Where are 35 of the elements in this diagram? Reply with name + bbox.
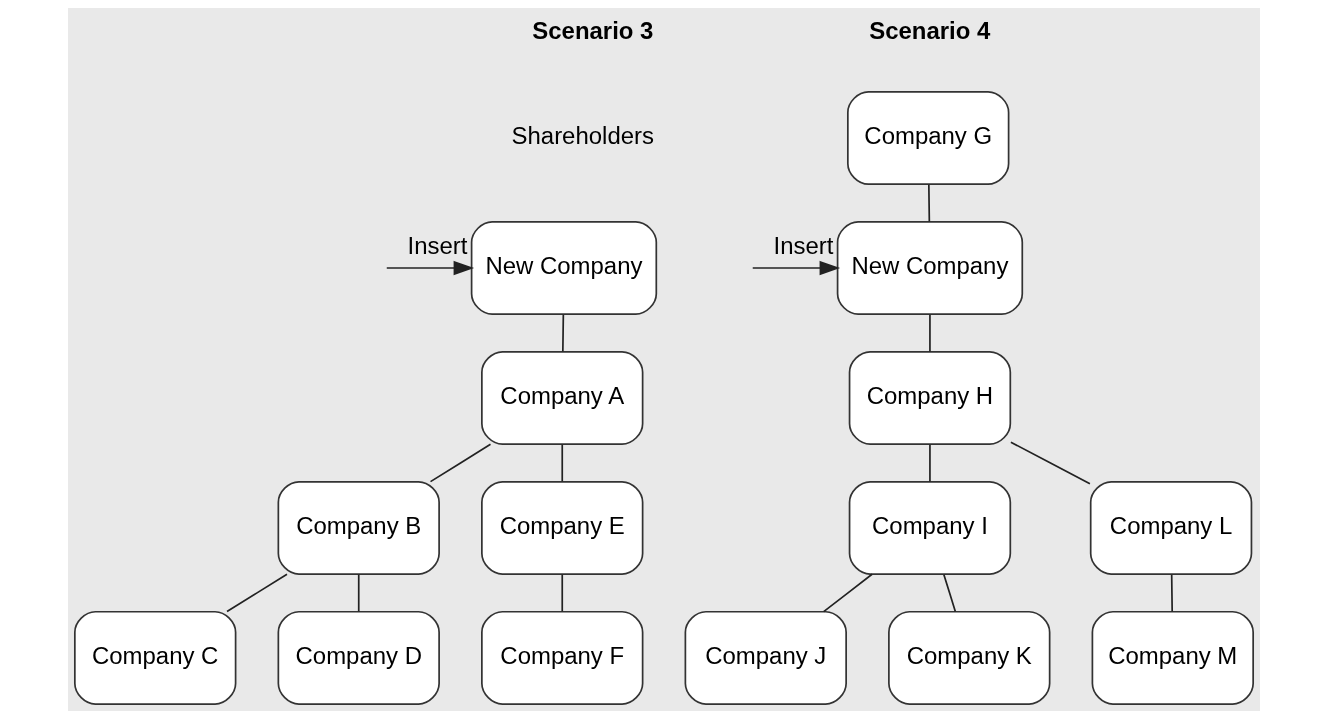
connector bbox=[928, 183, 931, 223]
arrow bbox=[751, 260, 841, 276]
connector bbox=[226, 573, 288, 613]
connector bbox=[943, 573, 957, 613]
node-box: New Company bbox=[470, 220, 658, 316]
node-box: Company L bbox=[1089, 480, 1253, 575]
node-box: Company D bbox=[277, 610, 440, 705]
connector bbox=[1010, 441, 1091, 485]
node-box: Company M bbox=[1091, 610, 1254, 705]
node-box: Company K bbox=[888, 610, 1051, 705]
edge-label: Insert bbox=[407, 231, 468, 259]
connector bbox=[562, 313, 565, 353]
arrow bbox=[385, 260, 475, 276]
connector bbox=[822, 573, 873, 613]
node-box: Company G bbox=[847, 91, 1010, 186]
connector bbox=[429, 443, 492, 483]
node-label: Shareholders bbox=[511, 122, 654, 150]
edge-label: Insert bbox=[773, 231, 834, 259]
label: Scenario 4 bbox=[869, 17, 991, 45]
connector bbox=[357, 573, 360, 613]
connector bbox=[561, 573, 564, 613]
node-box: Company A bbox=[481, 350, 644, 445]
node-box: Company I bbox=[848, 480, 1012, 575]
node-box: New Company bbox=[836, 220, 1024, 316]
label: Scenario 3 bbox=[532, 17, 654, 45]
connector bbox=[929, 443, 931, 483]
connector bbox=[929, 313, 931, 353]
node-box: Company B bbox=[277, 480, 440, 575]
node-box: Company F bbox=[481, 610, 644, 705]
connector bbox=[561, 443, 564, 483]
connector bbox=[1170, 573, 1174, 613]
node-box: Company H bbox=[848, 350, 1012, 445]
node-box: Company E bbox=[481, 480, 644, 575]
node-box: Company C bbox=[74, 610, 237, 705]
node-box: Company J bbox=[684, 610, 847, 705]
